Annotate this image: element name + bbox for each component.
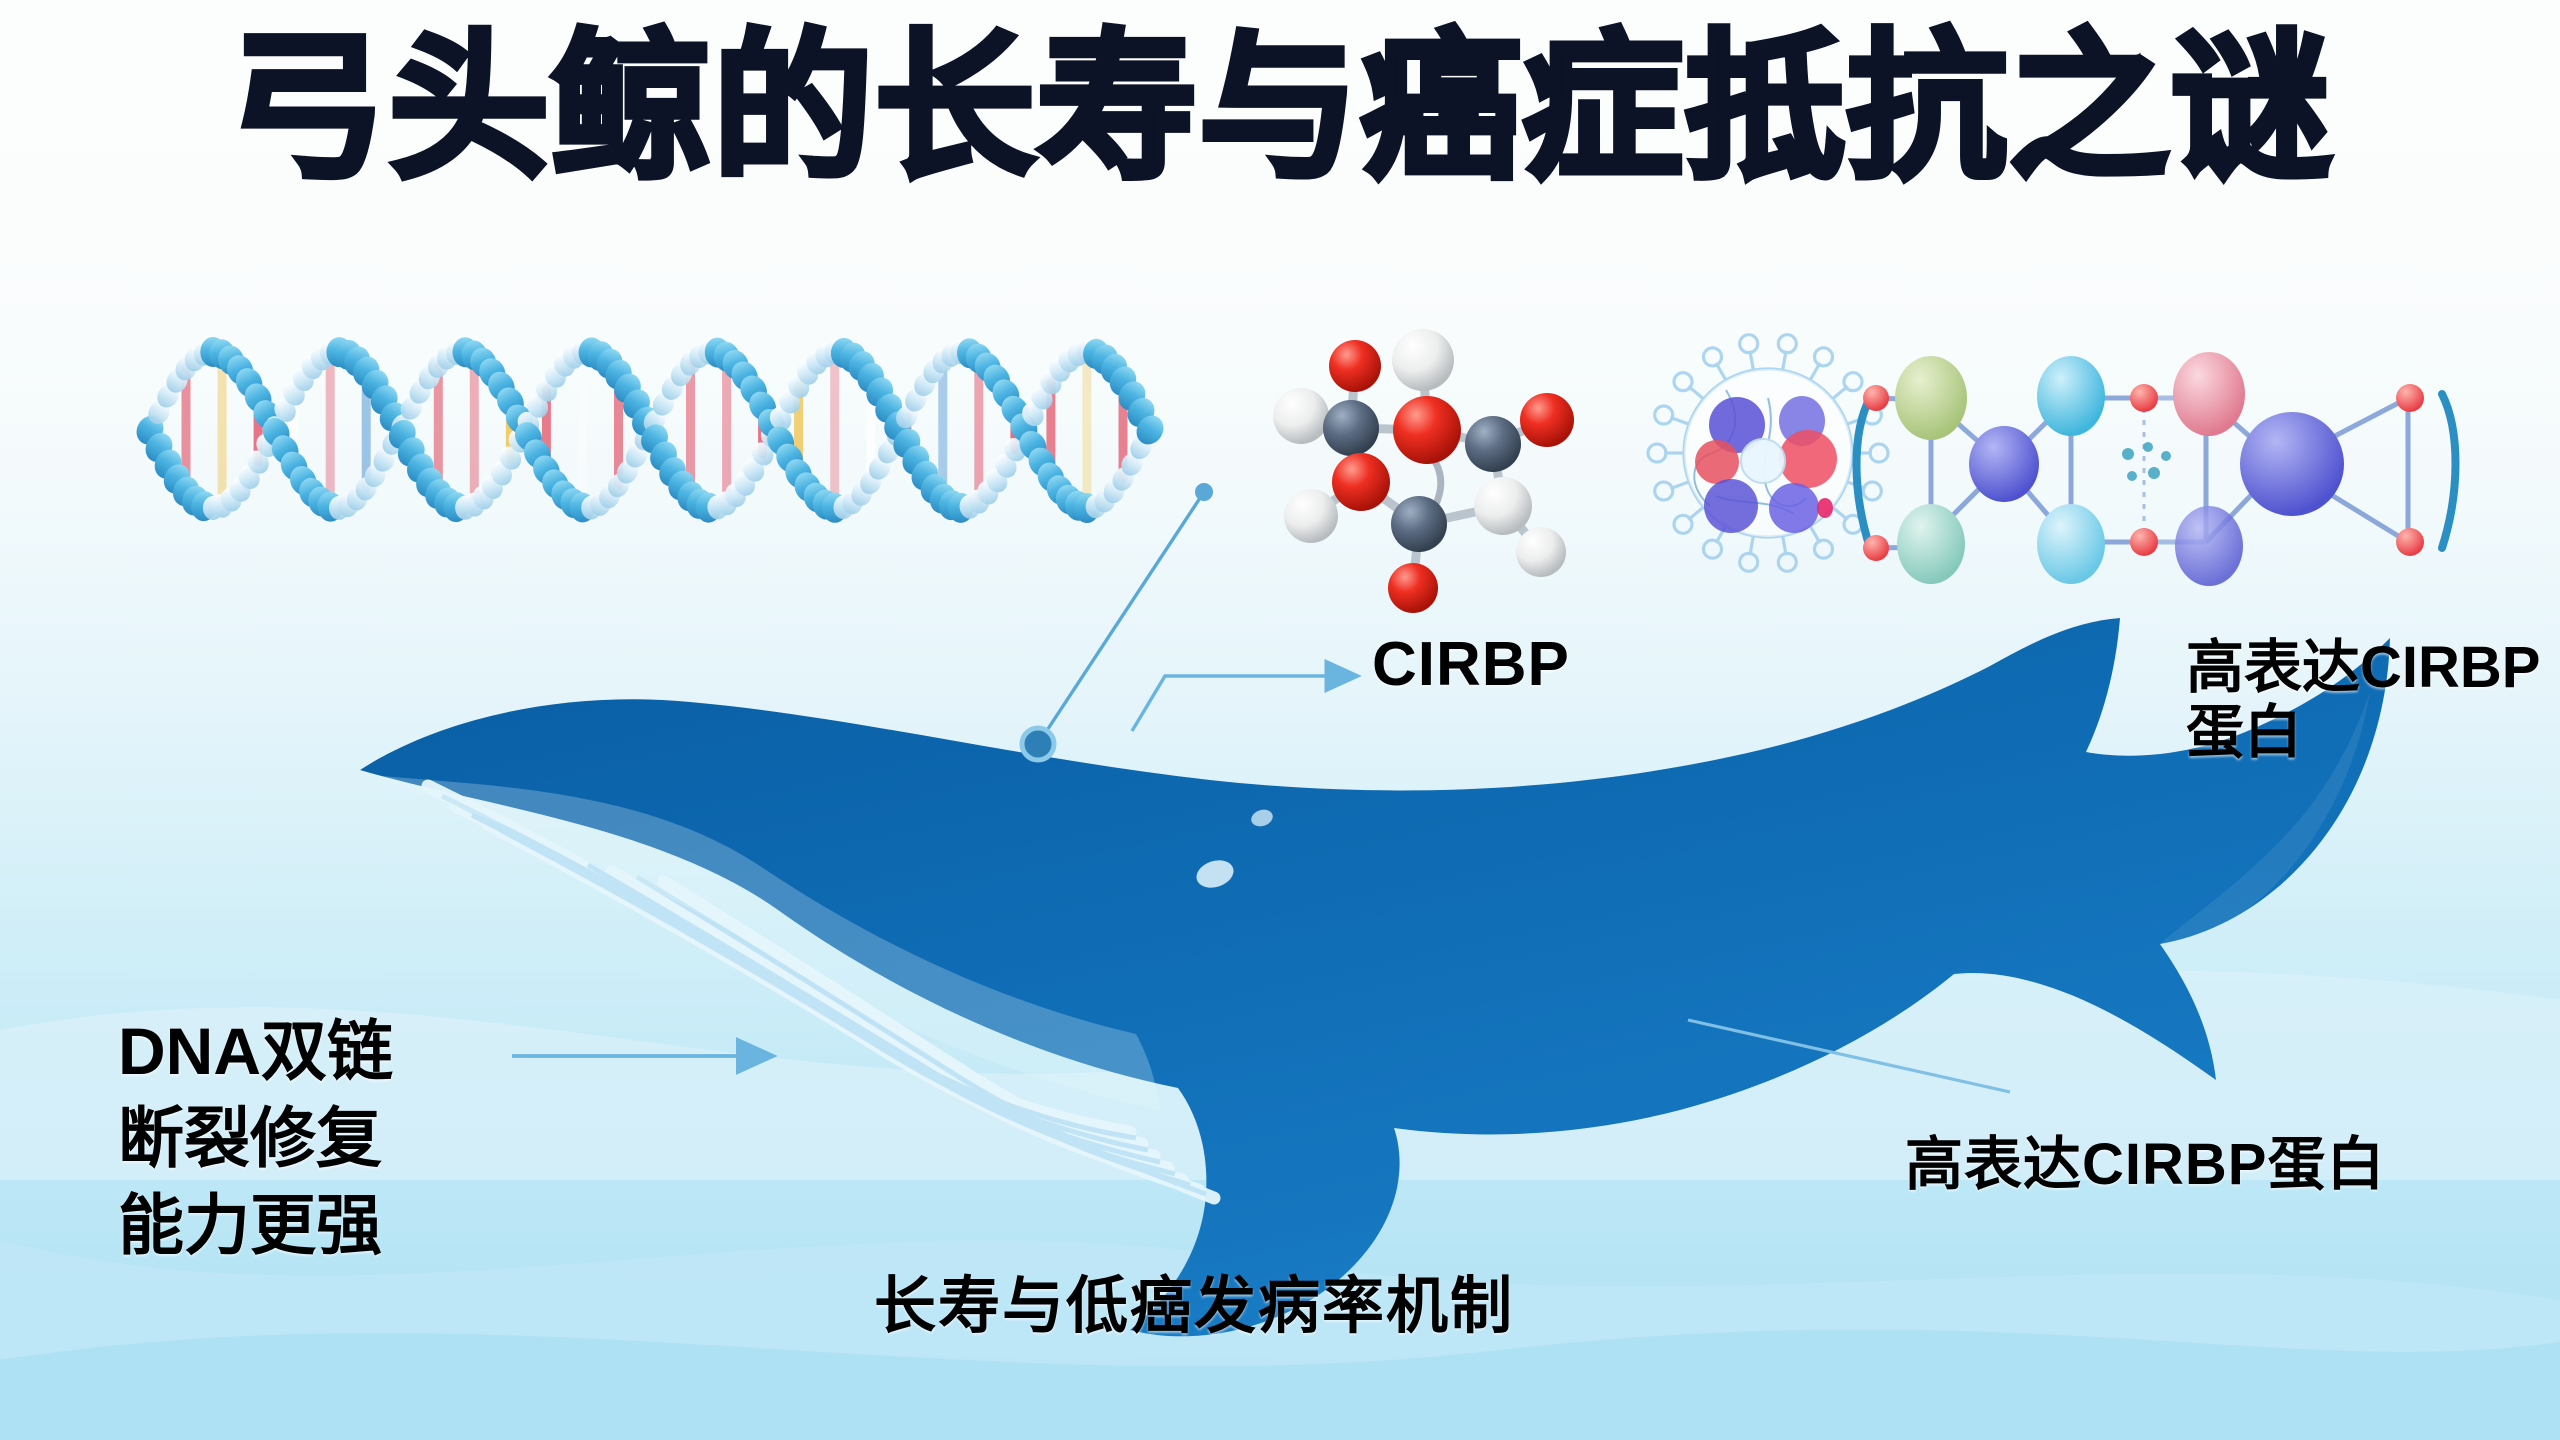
leader-molecule-to-whale xyxy=(1019,483,1213,763)
label-cirbp-protein-top: 高表达CIRBP 蛋白 xyxy=(2186,635,2541,765)
label-cirbp-protein-bottom: 高表达CIRBP蛋白 xyxy=(1905,1132,2386,1197)
leader-cirbp xyxy=(1130,659,1362,732)
label-mechanism: 长寿与低癌发病率机制 xyxy=(874,1272,1515,1341)
page-title: 弓头鲸的长寿与癌症抵抗之谜 xyxy=(224,18,2334,197)
protein-network-illustration xyxy=(1826,336,2486,586)
leader-tail-to-protein xyxy=(1687,1018,2011,1094)
whale-illustration xyxy=(330,610,2400,1370)
label-dna-repair: DNA双链 断裂修复 能力更强 xyxy=(118,1014,393,1263)
label-cirbp: CIRBP xyxy=(1372,630,1570,699)
dna-helix-illustration xyxy=(136,300,1164,560)
cell-illustration xyxy=(1618,328,1918,578)
molecule-illustration xyxy=(1255,320,1675,620)
